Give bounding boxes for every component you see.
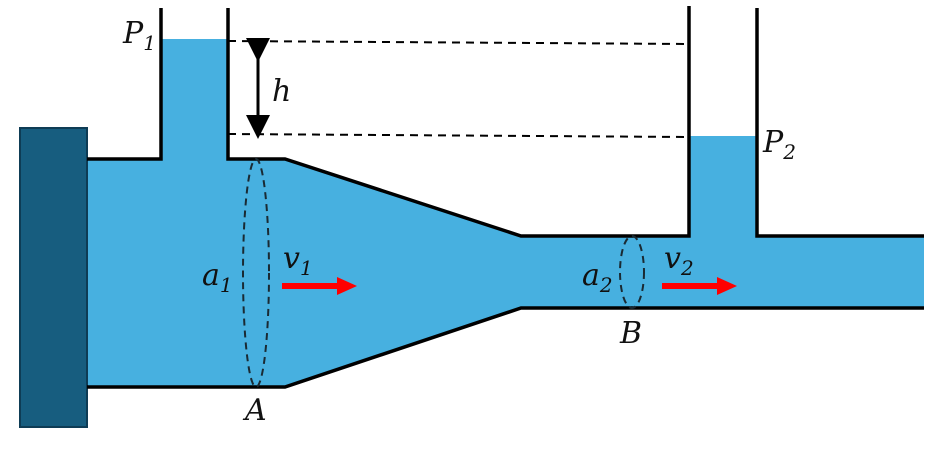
- label-v2: v2: [664, 241, 694, 280]
- fluid-main: [87, 159, 924, 387]
- label-a2: a2: [582, 258, 613, 297]
- level-lines: [227, 40, 690, 138]
- label-h: h: [272, 74, 291, 109]
- flow-arrow-2: [662, 277, 737, 295]
- label-v1: v1: [283, 241, 313, 280]
- section-b-ellipse: [619, 235, 645, 309]
- fluid-tube-1: [161, 39, 228, 160]
- fluid-tube-2: [689, 136, 757, 237]
- label-p2: P2: [762, 125, 796, 164]
- label-p1: P1: [122, 16, 156, 55]
- pipe-walls: [87, 6, 924, 389]
- supply-block: [19, 127, 88, 428]
- section-a-ellipse: [242, 158, 270, 388]
- label-point-b: B: [619, 316, 642, 351]
- flow-arrow-1: [282, 277, 357, 295]
- label-a1: a1: [202, 258, 233, 297]
- label-point-a: A: [242, 393, 267, 428]
